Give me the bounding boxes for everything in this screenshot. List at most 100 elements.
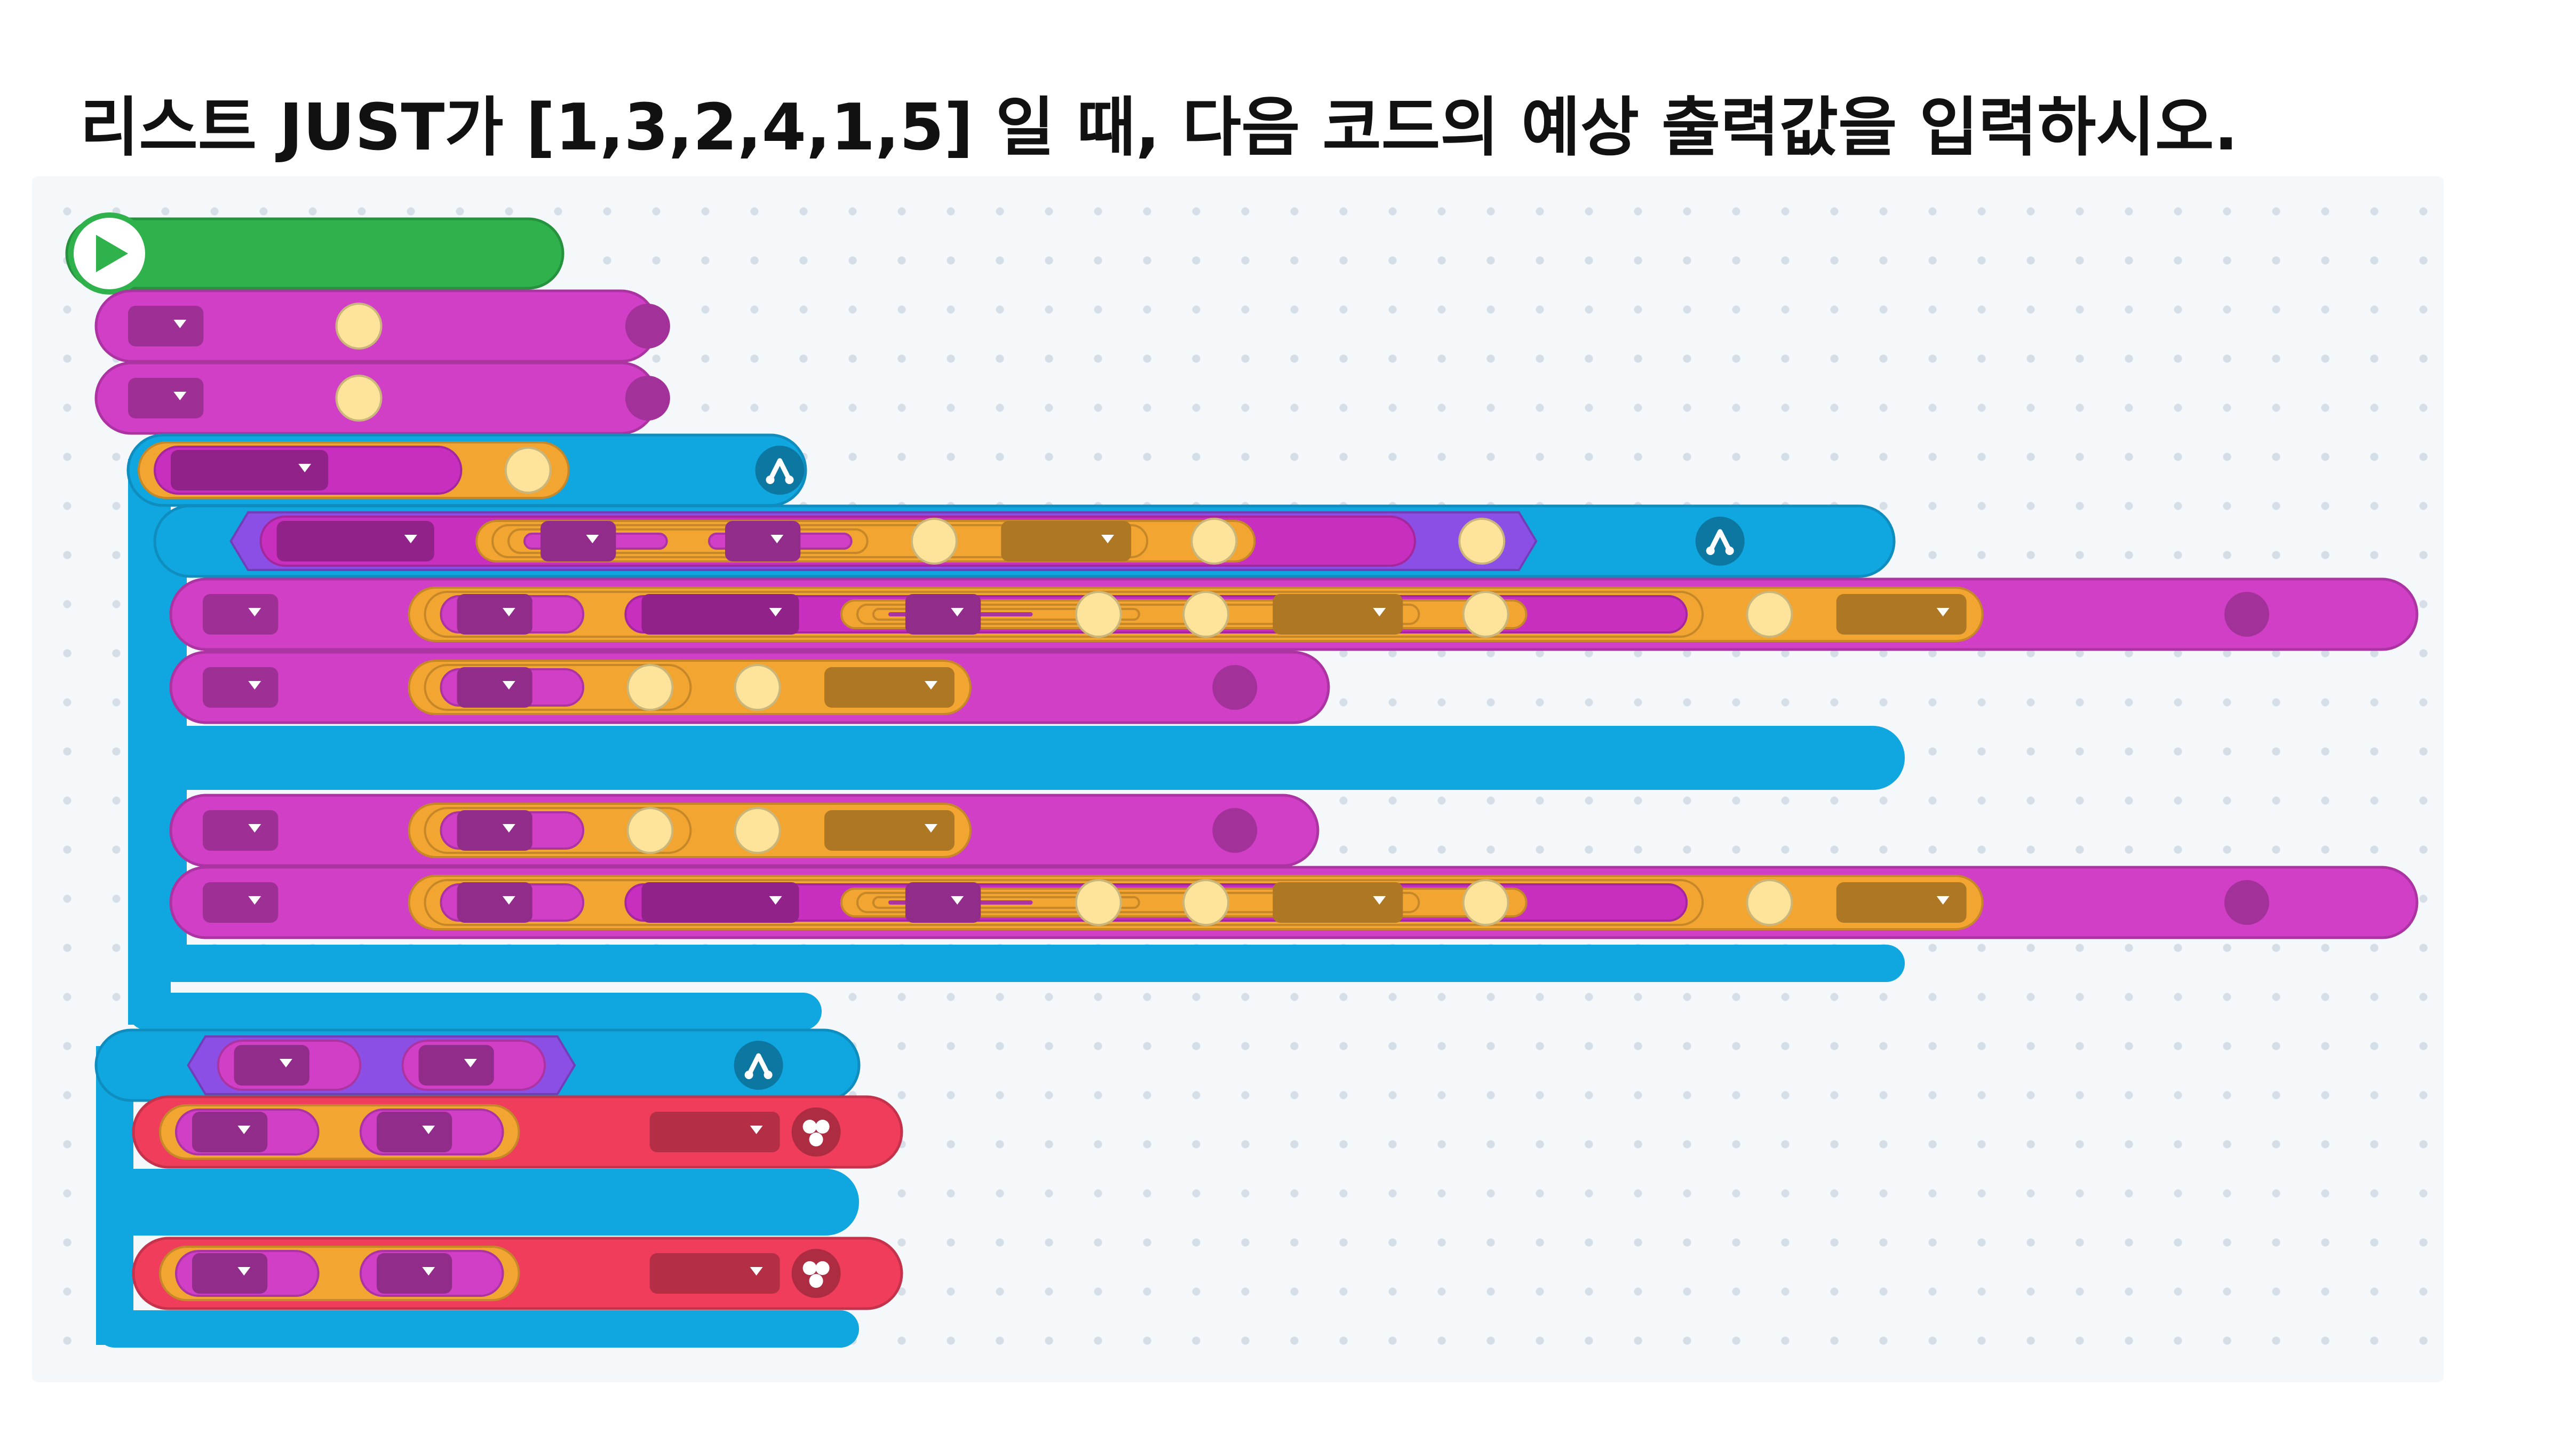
variable-dropdown[interactable]: [540, 521, 616, 561]
variable-dropdown[interactable]: [905, 594, 981, 635]
remainder-dropdown[interactable]: [1836, 882, 1967, 923]
number-input[interactable]: [1746, 879, 1793, 926]
dropdown-arrow-icon: [502, 896, 515, 905]
dropdown-arrow-icon: [1936, 608, 1950, 616]
variable-dropdown[interactable]: [128, 306, 204, 346]
loop-icon[interactable]: [734, 1041, 783, 1090]
dropdown[interactable]: [641, 594, 799, 635]
question-icon[interactable]: [1212, 665, 1258, 710]
repeat-frame-bottom: [128, 993, 822, 1030]
dropdown-arrow-icon: [237, 1267, 251, 1276]
variable-dropdown[interactable]: [376, 1253, 452, 1294]
dropdown-arrow-icon: [770, 535, 784, 543]
variable-dropdown[interactable]: [192, 1112, 268, 1152]
dropdown-arrow-icon: [750, 1267, 763, 1276]
variable-dropdown[interactable]: [725, 521, 801, 561]
dropdown-arrow-icon: [279, 1059, 292, 1067]
variable-dropdown[interactable]: [457, 810, 532, 851]
question-icon[interactable]: [2224, 880, 2269, 925]
variable-dropdown[interactable]: [457, 667, 532, 708]
number-input[interactable]: [734, 664, 781, 711]
question-icon[interactable]: [2224, 592, 2269, 637]
dropdown-arrow-icon: [750, 1126, 763, 1134]
number-input[interactable]: [335, 375, 383, 422]
variable-dropdown[interactable]: [203, 667, 279, 708]
say-dropdown[interactable]: [649, 1253, 780, 1294]
dropdown-arrow-icon: [502, 681, 515, 690]
loop-icon[interactable]: [755, 446, 805, 495]
dropdown-arrow-icon: [422, 1126, 435, 1134]
dropdown[interactable]: [276, 521, 434, 561]
variable-dropdown[interactable]: [203, 882, 279, 923]
question-title: 리스트 JUST가 [1,3,2,4,1,5] 일 때, 다음 코드의 예상 출…: [80, 91, 2238, 165]
variable-dropdown[interactable]: [457, 882, 532, 923]
remainder-dropdown[interactable]: [1836, 594, 1967, 635]
looks-icon[interactable]: [791, 1249, 841, 1298]
loop-icon[interactable]: [1695, 517, 1745, 566]
number-input[interactable]: [910, 518, 958, 565]
dropdown-arrow-icon: [502, 824, 515, 833]
variable-dropdown[interactable]: [203, 594, 279, 635]
number-input[interactable]: [1075, 591, 1122, 638]
number-input[interactable]: [734, 807, 781, 854]
dropdown-arrow-icon: [237, 1126, 251, 1134]
number-input[interactable]: [335, 303, 383, 350]
number-input[interactable]: [504, 447, 552, 494]
dropdown[interactable]: [171, 450, 329, 490]
variable-dropdown[interactable]: [457, 594, 532, 635]
variable-dropdown[interactable]: [376, 1112, 452, 1152]
remainder-dropdown[interactable]: [824, 810, 955, 851]
dropdown-arrow-icon: [248, 608, 261, 616]
variable-dropdown[interactable]: [128, 378, 204, 418]
dropdown-arrow-icon: [173, 392, 187, 400]
question-icon[interactable]: [625, 376, 670, 421]
variable-dropdown[interactable]: [192, 1253, 268, 1294]
number-input[interactable]: [1458, 518, 1506, 565]
question-icon[interactable]: [625, 304, 670, 349]
dropdown-arrow-icon: [422, 1267, 435, 1276]
dropdown-arrow-icon: [769, 896, 782, 905]
dropdown-arrow-icon: [1373, 896, 1386, 905]
dropdown-arrow-icon: [924, 681, 937, 690]
else-bar: [96, 1169, 859, 1236]
dropdown-arrow-icon: [248, 681, 261, 690]
number-input[interactable]: [1462, 879, 1509, 926]
looks-icon[interactable]: [791, 1107, 841, 1157]
remainder-dropdown[interactable]: [1001, 521, 1132, 561]
dropdown-arrow-icon: [404, 535, 417, 543]
dropdown-arrow-icon: [924, 824, 937, 833]
remainder-dropdown[interactable]: [1273, 594, 1403, 635]
dropdown-arrow-icon: [502, 608, 515, 616]
number-input[interactable]: [1462, 591, 1509, 638]
number-input[interactable]: [1182, 591, 1230, 638]
variable-dropdown[interactable]: [418, 1045, 494, 1086]
if-frame-bottom: [155, 945, 1905, 982]
remainder-dropdown[interactable]: [824, 667, 955, 708]
number-input[interactable]: [626, 664, 674, 711]
variable-dropdown[interactable]: [203, 810, 279, 851]
number-input[interactable]: [1182, 879, 1230, 926]
dropdown[interactable]: [641, 882, 799, 923]
variable-dropdown[interactable]: [905, 882, 981, 923]
number-input[interactable]: [626, 807, 674, 854]
say-dropdown[interactable]: [649, 1112, 780, 1152]
number-input[interactable]: [1746, 591, 1793, 638]
number-input[interactable]: [1075, 879, 1122, 926]
play-icon[interactable]: [68, 212, 150, 295]
dropdown-arrow-icon: [1936, 896, 1950, 905]
remainder-dropdown[interactable]: [1273, 882, 1403, 923]
dropdown-arrow-icon: [951, 896, 964, 905]
dropdown-arrow-icon: [769, 608, 782, 616]
dropdown-arrow-icon: [1373, 608, 1386, 616]
variable-dropdown[interactable]: [234, 1045, 309, 1086]
number-input[interactable]: [1190, 518, 1238, 565]
dropdown-arrow-icon: [1101, 535, 1115, 543]
dropdown-arrow-icon: [248, 896, 261, 905]
dropdown-arrow-icon: [464, 1059, 477, 1067]
dropdown-arrow-icon: [248, 824, 261, 833]
start-event-block[interactable]: [65, 217, 565, 290]
question-icon[interactable]: [1212, 808, 1258, 853]
dropdown-arrow-icon: [951, 608, 964, 616]
